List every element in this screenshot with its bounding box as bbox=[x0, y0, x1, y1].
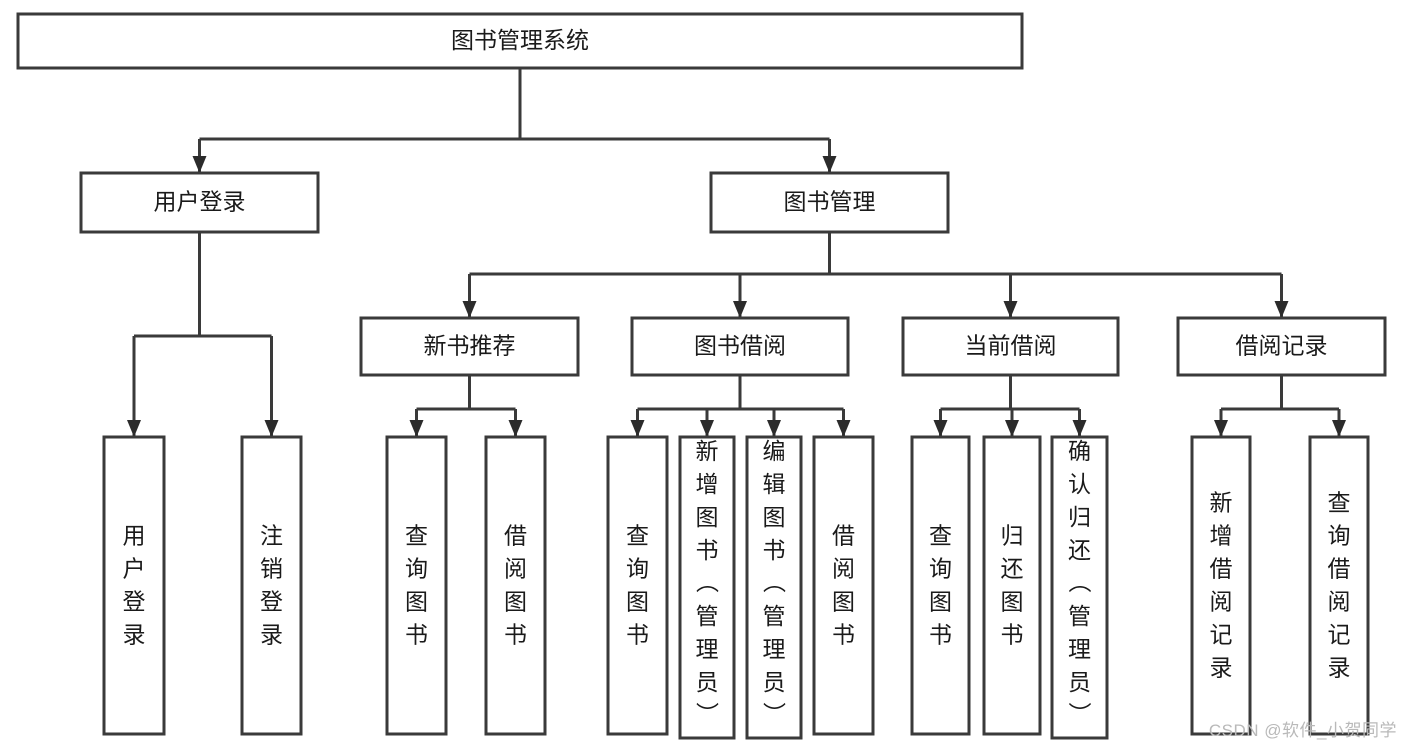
node-leaf-edit-book-admin[interactable]: 编辑图书（管理员） bbox=[745, 435, 803, 740]
node-borrow-records[interactable]: 借阅记录 bbox=[1176, 316, 1387, 377]
node-label-leaf-add-borrow-record: 新增借阅记录 bbox=[1210, 490, 1233, 681]
node-leaf-confirm-return-admin[interactable]: 确认归还（管理员） bbox=[1050, 435, 1109, 740]
node-label-leaf-user-login: 用户登录 bbox=[123, 523, 146, 648]
node-box-leaf-return-book[interactable] bbox=[982, 435, 1042, 736]
node-label-leaf-query-book-recommend: 查询图书 bbox=[405, 523, 428, 648]
node-box-current-borrow[interactable] bbox=[901, 316, 1120, 377]
node-box-leaf-borrow-book-recommend[interactable] bbox=[484, 435, 547, 736]
node-label-book-borrow: 图书借阅 bbox=[694, 333, 786, 359]
node-current-borrow[interactable]: 当前借阅 bbox=[901, 316, 1120, 377]
node-leaf-borrow-book-recommend[interactable]: 借阅图书 bbox=[484, 435, 547, 736]
node-leaf-add-borrow-record[interactable]: 新增借阅记录 bbox=[1190, 435, 1252, 736]
node-box-leaf-query-borrow-record[interactable] bbox=[1308, 435, 1370, 736]
node-label-leaf-borrow-book-recommend: 借阅图书 bbox=[504, 523, 527, 648]
node-leaf-user-login[interactable]: 用户登录 bbox=[102, 435, 166, 736]
node-box-leaf-query-book-recommend[interactable] bbox=[385, 435, 448, 736]
node-leaf-query-book-borrow[interactable]: 查询图书 bbox=[606, 435, 669, 736]
node-label-leaf-query-borrow-record: 查询借阅记录 bbox=[1328, 490, 1351, 681]
node-leaf-query-book-recommend[interactable]: 查询图书 bbox=[385, 435, 448, 736]
node-box-user-login[interactable] bbox=[79, 171, 320, 234]
node-leaf-query-book-current[interactable]: 查询图书 bbox=[910, 435, 971, 736]
node-box-leaf-add-borrow-record[interactable] bbox=[1190, 435, 1252, 736]
node-label-current-borrow: 当前借阅 bbox=[965, 333, 1057, 359]
nodes-layer: 图书管理系统用户登录图书管理新书推荐图书借阅当前借阅借阅记录用户登录注销登录查询… bbox=[16, 12, 1387, 740]
node-box-new-book-recommend[interactable] bbox=[359, 316, 580, 377]
node-box-leaf-query-book-current[interactable] bbox=[910, 435, 971, 736]
node-label-leaf-query-book-borrow: 查询图书 bbox=[626, 523, 649, 648]
node-label-book-management: 图书管理 bbox=[784, 189, 876, 215]
node-box-leaf-user-login[interactable] bbox=[102, 435, 166, 736]
node-label-borrow-records: 借阅记录 bbox=[1236, 333, 1328, 359]
node-label-user-login: 用户登录 bbox=[154, 189, 246, 215]
node-leaf-borrow-book[interactable]: 借阅图书 bbox=[812, 435, 875, 736]
node-box-borrow-records[interactable] bbox=[1176, 316, 1387, 377]
node-box-leaf-add-book-admin[interactable] bbox=[678, 435, 736, 740]
node-box-leaf-confirm-return-admin[interactable] bbox=[1050, 435, 1109, 740]
node-label-leaf-logout: 注销登录 bbox=[260, 523, 283, 648]
node-box-leaf-logout[interactable] bbox=[240, 435, 303, 736]
node-box-book-management[interactable] bbox=[709, 171, 950, 234]
node-label-leaf-add-book-admin: 新增图书（管理员） bbox=[696, 438, 720, 728]
node-label-leaf-confirm-return-admin: 确认归还（管理员） bbox=[1068, 438, 1092, 728]
node-box-leaf-query-book-borrow[interactable] bbox=[606, 435, 669, 736]
node-label-leaf-borrow-book: 借阅图书 bbox=[832, 523, 855, 648]
watermark-label: CSDN @软件_小贺同学 bbox=[1208, 721, 1397, 740]
node-box-leaf-edit-book-admin[interactable] bbox=[745, 435, 803, 740]
node-label-leaf-edit-book-admin: 编辑图书（管理员） bbox=[763, 438, 787, 728]
node-label-new-book-recommend: 新书推荐 bbox=[424, 333, 516, 359]
connectors-layer bbox=[127, 68, 1346, 437]
node-leaf-return-book[interactable]: 归还图书 bbox=[982, 435, 1042, 736]
node-label-leaf-return-book: 归还图书 bbox=[1001, 523, 1024, 648]
node-book-borrow[interactable]: 图书借阅 bbox=[630, 316, 850, 377]
node-leaf-query-borrow-record[interactable]: 查询借阅记录 bbox=[1308, 435, 1370, 736]
node-box-leaf-borrow-book[interactable] bbox=[812, 435, 875, 736]
node-box-root[interactable] bbox=[16, 12, 1024, 70]
node-label-leaf-query-book-current: 查询图书 bbox=[929, 523, 952, 648]
node-user-login[interactable]: 用户登录 bbox=[79, 171, 320, 234]
node-new-book-recommend[interactable]: 新书推荐 bbox=[359, 316, 580, 377]
node-leaf-add-book-admin[interactable]: 新增图书（管理员） bbox=[678, 435, 736, 740]
node-leaf-logout[interactable]: 注销登录 bbox=[240, 435, 303, 736]
node-root[interactable]: 图书管理系统 bbox=[16, 12, 1024, 70]
node-book-management[interactable]: 图书管理 bbox=[709, 171, 950, 234]
node-box-book-borrow[interactable] bbox=[630, 316, 850, 377]
node-label-root: 图书管理系统 bbox=[451, 27, 589, 53]
